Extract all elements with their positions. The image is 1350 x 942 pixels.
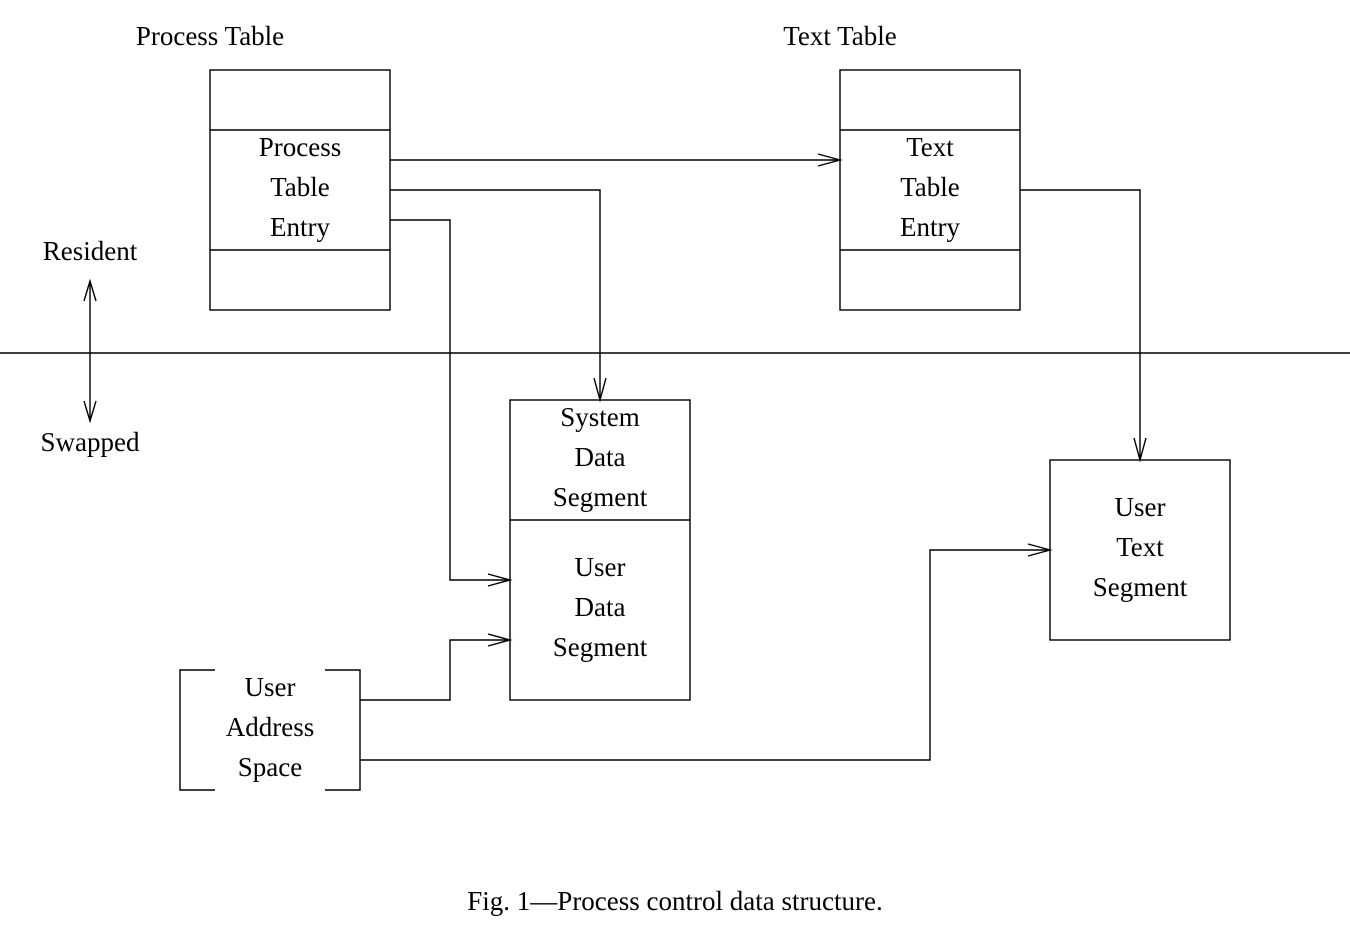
swapped-label: Swapped [41, 427, 140, 457]
text-table: Text Table Entry [839, 69, 1021, 311]
arrow-process-entry-to-user-data-segment [390, 219, 513, 587]
user-text-segment-line-3: Segment [1093, 572, 1188, 602]
arrow-process-entry-to-system-data-segment [390, 189, 607, 403]
residency-double-arrow [83, 278, 97, 424]
system-data-segment-line-1: System [560, 402, 640, 432]
resident-label: Resident [43, 236, 138, 266]
user-address-space-line-3: Space [238, 752, 302, 782]
process-table: Process Table Entry [209, 69, 391, 311]
system-data-segment-line-2: Data [575, 442, 626, 472]
text-table-entry-line-3: Entry [900, 212, 960, 242]
user-address-space: User Address Space [179, 669, 361, 791]
process-table-entry-line-2: Table [270, 172, 330, 202]
process-table-heading: Process Table [136, 21, 284, 51]
text-table-heading: Text Table [783, 21, 896, 51]
system-data-segment-line-3: Segment [553, 482, 648, 512]
user-data-segment-line-1: User [575, 552, 626, 582]
user-text-segment-line-2: Text [1116, 532, 1164, 562]
user-address-space-line-2: Address [226, 712, 315, 742]
user-text-segment: User Text Segment [1049, 459, 1231, 641]
text-table-entry-line-2: Table [900, 172, 960, 202]
data-segment: System Data Segment User Data Segment [509, 399, 691, 701]
text-table-entry-line-1: Text [906, 132, 954, 162]
process-table-entry-line-1: Process [259, 132, 342, 162]
figure-caption: Fig. 1—Process control data structure. [467, 886, 882, 916]
process-table-entry-line-3: Entry [270, 212, 330, 242]
arrow-address-space-to-user-text-segment [360, 543, 1053, 761]
user-address-space-line-1: User [245, 672, 296, 702]
arrow-text-entry-to-user-text-segment [1020, 189, 1147, 463]
arrow-process-entry-to-text-entry [390, 153, 843, 167]
arrow-address-space-to-user-data-segment [360, 633, 513, 701]
user-data-segment-line-2: Data [575, 592, 626, 622]
user-data-segment-line-3: Segment [553, 632, 648, 662]
user-text-segment-line-1: User [1115, 492, 1166, 522]
